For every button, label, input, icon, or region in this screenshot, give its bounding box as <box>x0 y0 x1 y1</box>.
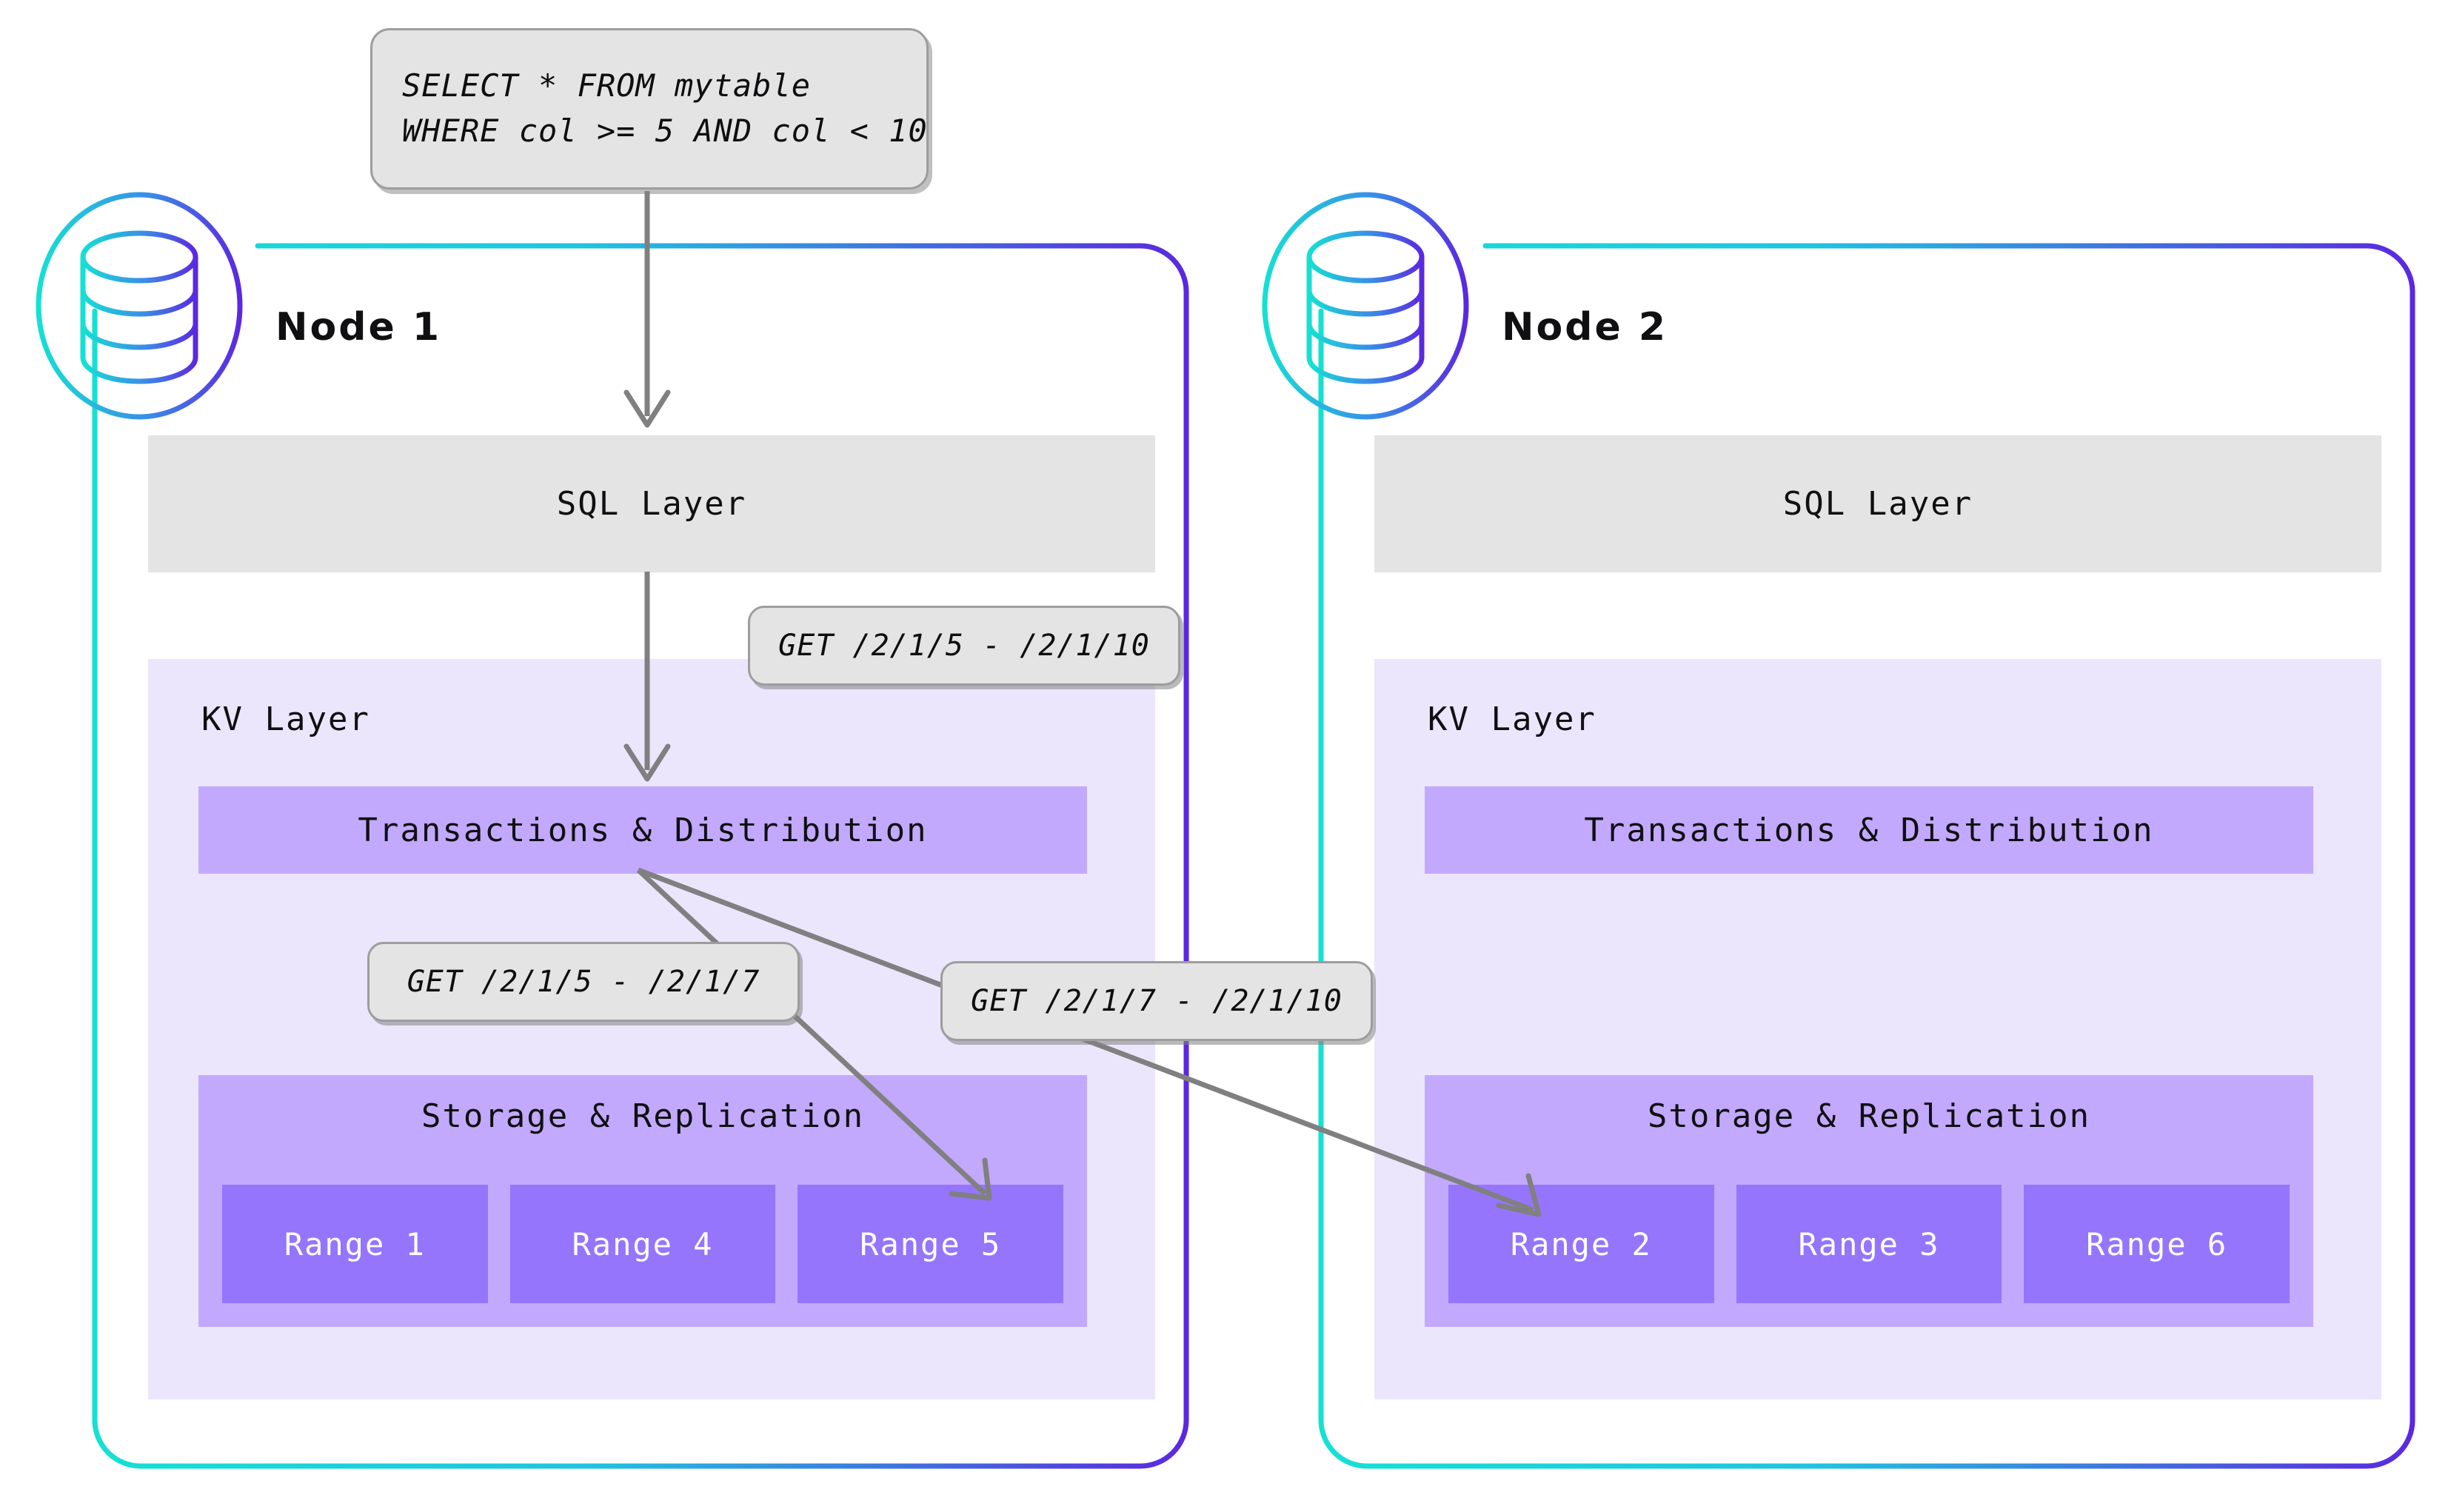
node-2-database-icon <box>1262 192 1469 420</box>
node-1-storage-label: Storage & Replication <box>421 1097 865 1135</box>
callout-kv-to-range-5: GET /2/1/5 - /2/1/7 <box>367 942 800 1022</box>
node-2-storage-box: Storage & Replication Range 2 Range 3 Ra… <box>1425 1075 2313 1327</box>
range-box[interactable]: Range 5 <box>798 1185 1064 1303</box>
node-1-kv-layer-label: KV Layer <box>201 700 370 738</box>
node-2-kv-layer: KV Layer Transactions & Distribution Sto… <box>1374 659 2381 1399</box>
range-box[interactable]: Range 1 <box>222 1185 488 1303</box>
range-box[interactable]: Range 3 <box>1736 1185 2002 1303</box>
node-2-sql-layer: SQL Layer <box>1374 435 2381 572</box>
node-2-transactions-label: Transactions & Distribution <box>1584 811 2154 849</box>
node-1-transactions-box: Transactions & Distribution <box>198 786 1087 874</box>
range-box[interactable]: Range 6 <box>2024 1185 2290 1303</box>
node-2-range-row: Range 2 Range 3 Range 6 <box>1448 1185 2290 1303</box>
node-1-range-row: Range 1 Range 4 Range 5 <box>222 1185 1064 1303</box>
node-1-sql-layer: SQL Layer <box>148 435 1155 572</box>
node-2-transactions-box: Transactions & Distribution <box>1425 786 2313 874</box>
node-1-transactions-label: Transactions & Distribution <box>358 811 928 849</box>
sql-query-box: SELECT * FROM mytable WHERE col >= 5 AND… <box>370 28 929 190</box>
arrow-query-to-sql-layer <box>623 191 671 428</box>
range-box[interactable]: Range 4 <box>509 1185 776 1303</box>
sql-query-line-2: WHERE col >= 5 AND col < 10 <box>402 113 928 149</box>
callout-kv-to-range-2: GET /2/1/7 - /2/1/10 <box>940 961 1373 1041</box>
node-2-kv-layer-label: KV Layer <box>1428 700 1596 738</box>
node-1-label: Node 1 <box>275 305 442 349</box>
sql-query-line-1: SELECT * FROM mytable <box>402 67 812 104</box>
node-2-storage-label: Storage & Replication <box>1647 1097 2091 1135</box>
node-1-database-icon <box>36 192 243 420</box>
node-2-sql-layer-label: SQL Layer <box>1782 485 1973 523</box>
callout-sql-to-kv: GET /2/1/5 - /2/1/10 <box>748 606 1180 686</box>
node-2-label: Node 2 <box>1502 305 1668 349</box>
range-box[interactable]: Range 2 <box>1448 1185 1714 1303</box>
node-1-sql-layer-label: SQL Layer <box>556 485 747 523</box>
node-1-storage-box: Storage & Replication Range 1 Range 4 Ra… <box>198 1075 1087 1327</box>
